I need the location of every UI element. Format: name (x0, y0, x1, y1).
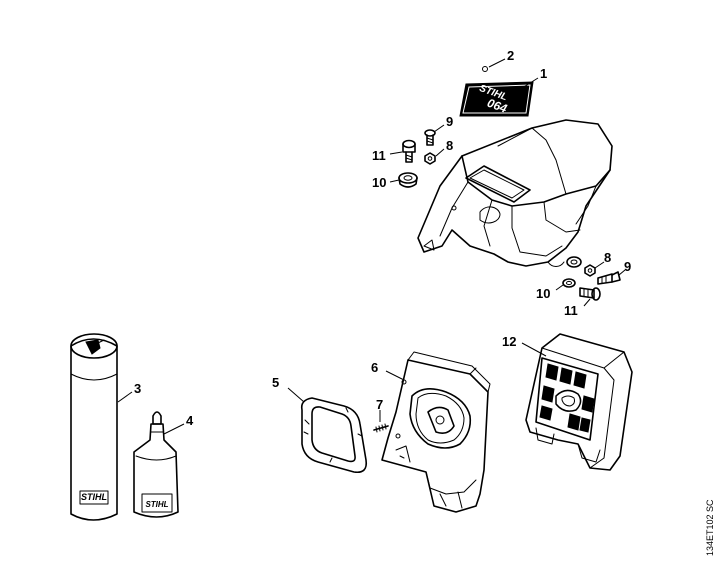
callout-1: 1 (540, 66, 547, 81)
plate-model-text: 064 (485, 96, 509, 116)
part-10-washer-right (555, 278, 576, 291)
callout-9-left: 9 (446, 114, 453, 129)
part-8-nut-left (424, 148, 445, 165)
callout-2: 2 (507, 48, 514, 63)
part-12-air-filter (521, 333, 633, 471)
callout-12: 12 (502, 334, 516, 349)
part-6-carrier (381, 351, 491, 513)
part-3-spray-can: STIHL (70, 333, 133, 521)
fastener-group-right (555, 256, 626, 307)
callout-labels: 2 1 9 8 11 10 8 9 10 11 12 6 5 7 3 4 (134, 48, 631, 428)
callout-8-right: 8 (604, 250, 611, 265)
part-1-model-plate: STIHL 064 (459, 77, 539, 117)
part-7-spring (373, 410, 389, 433)
fastener-group-left (389, 124, 445, 188)
callout-4: 4 (186, 413, 194, 428)
callout-8-left: 8 (446, 138, 453, 153)
part-4-oil-bottle: STIHL (133, 411, 185, 518)
part-9-screw-right (597, 269, 626, 285)
shroud-cover (417, 119, 613, 267)
callout-10-left: 10 (372, 175, 386, 190)
callout-9-right: 9 (624, 259, 631, 274)
part-8-nut-right (584, 261, 605, 277)
callout-5: 5 (272, 375, 279, 390)
callout-10-right: 10 (536, 286, 550, 301)
callout-11-left: 11 (372, 148, 386, 163)
part-9-screw-left (424, 124, 445, 146)
callout-11-right: 11 (564, 303, 578, 318)
part-5-gasket (287, 387, 368, 474)
spray-can-brand-text: STIHL (81, 492, 107, 502)
callout-7: 7 (376, 397, 383, 412)
part-11-bolt-right (579, 287, 601, 307)
oil-bottle-brand-text: STIHL (145, 500, 168, 509)
callout-6: 6 (371, 360, 378, 375)
document-id: 134ET102 SC (705, 499, 715, 556)
callout-3: 3 (134, 381, 141, 396)
part-2-pin (482, 58, 506, 72)
part-11-bolt-left (389, 139, 416, 163)
part-10-washer-left (389, 172, 418, 188)
shroud-grommet (566, 256, 582, 268)
